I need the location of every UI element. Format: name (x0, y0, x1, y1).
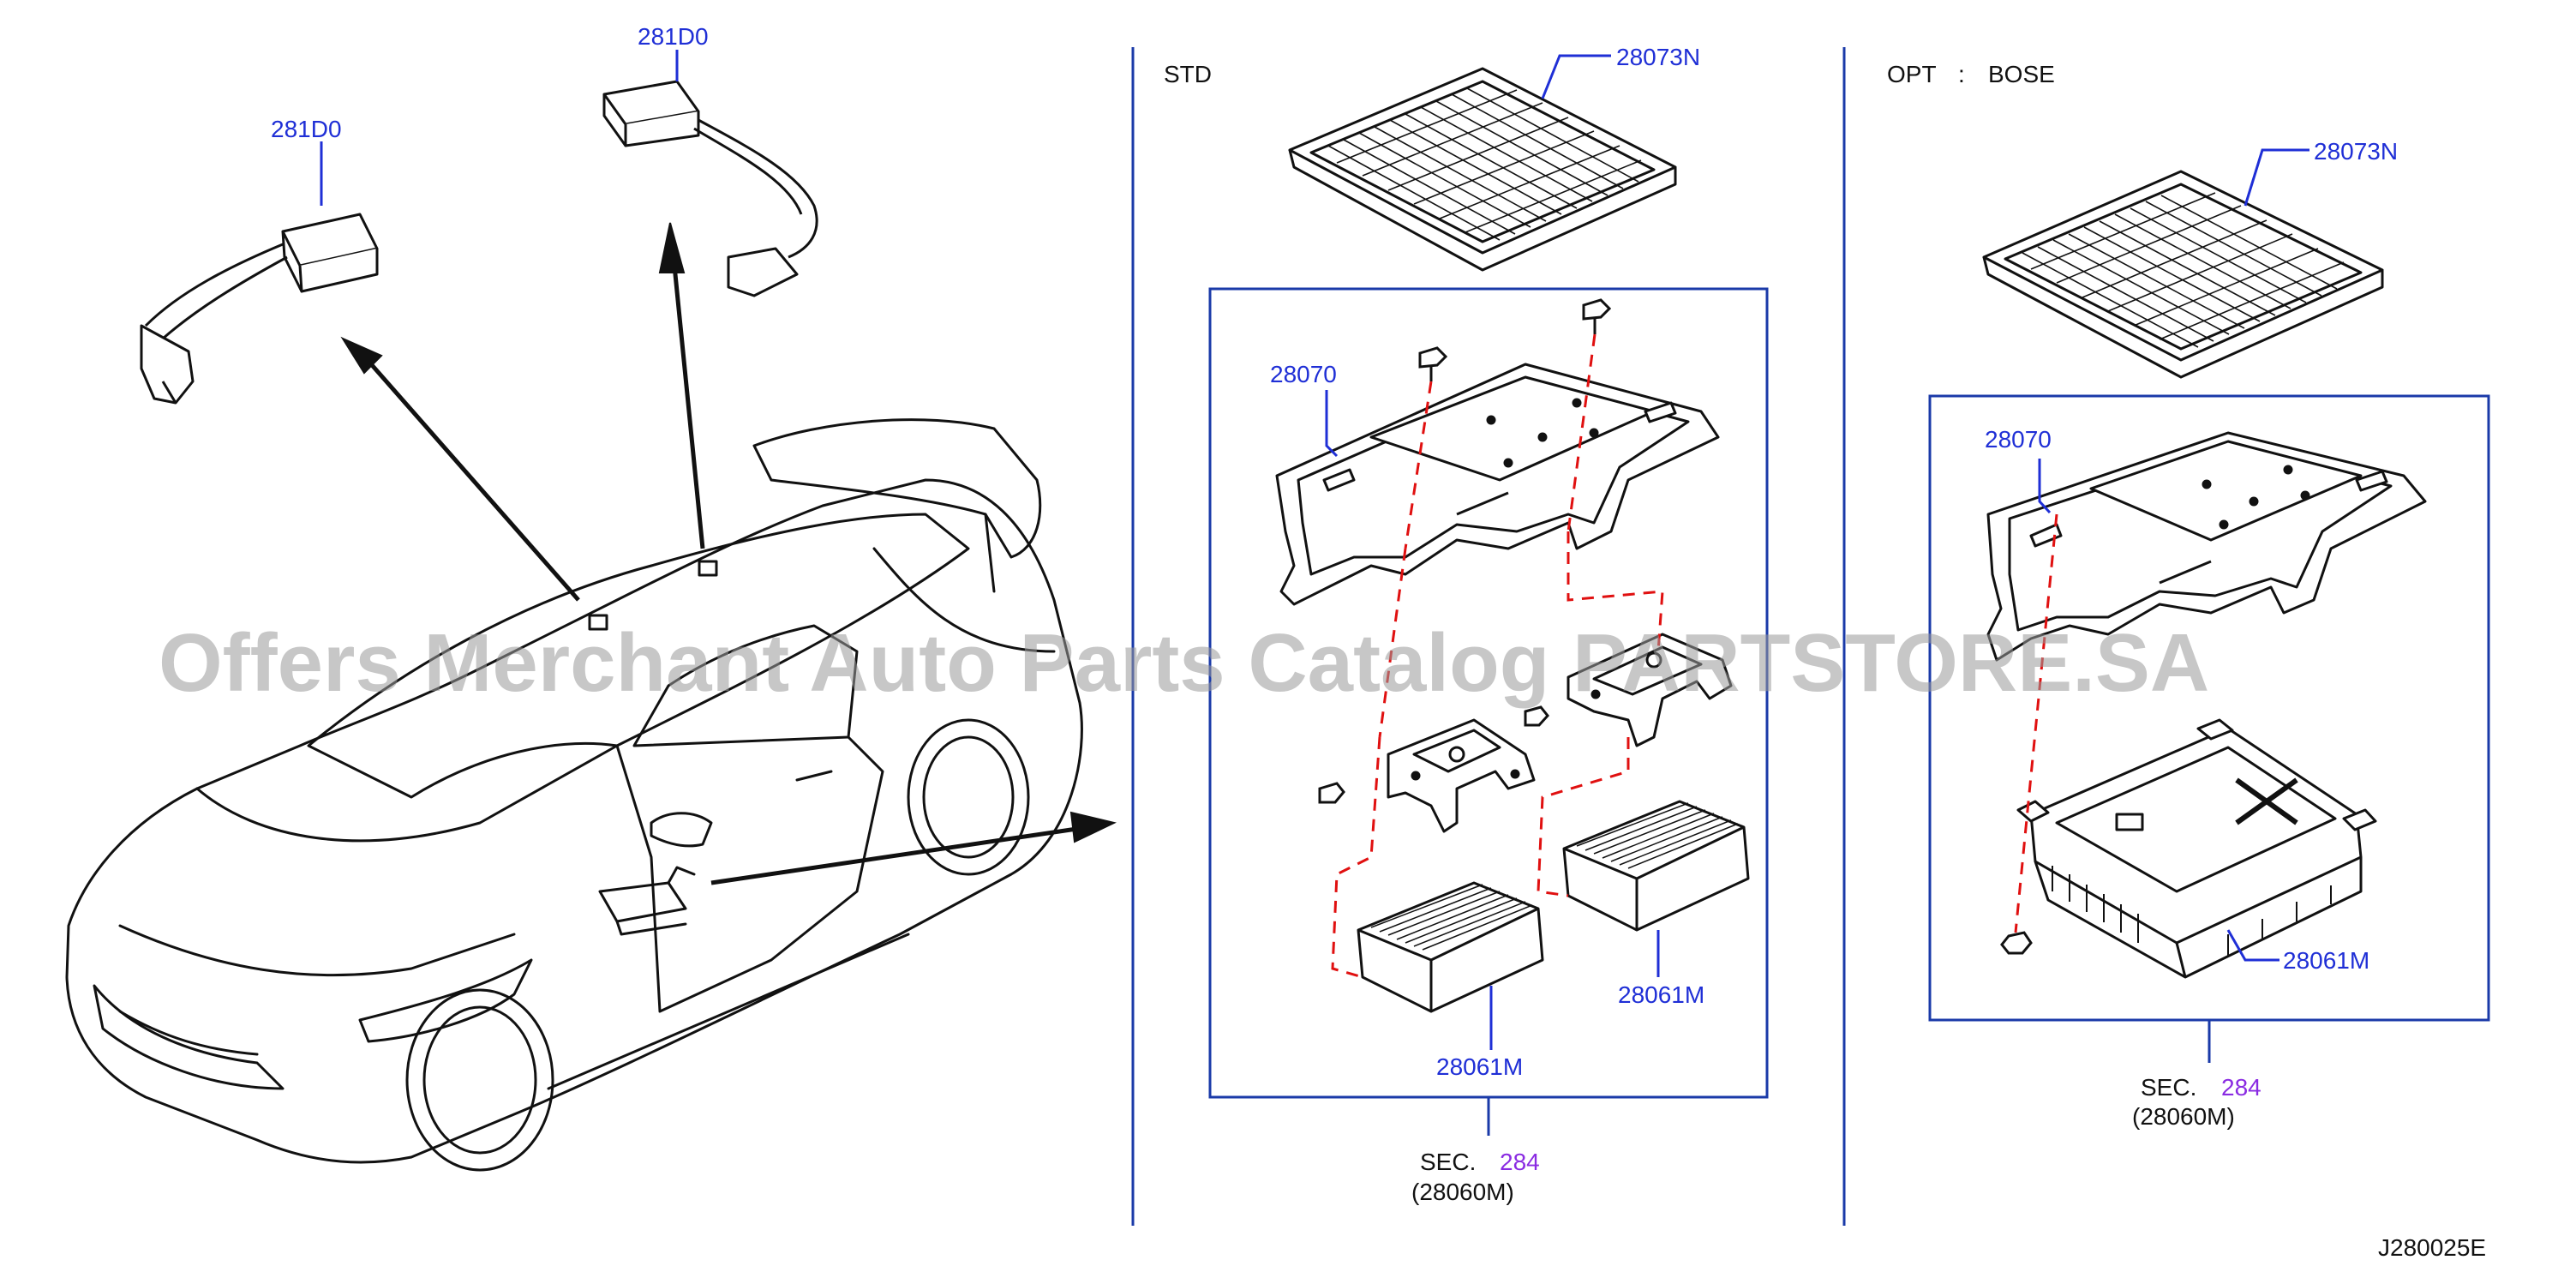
opt-sec-number: 284 (2221, 1074, 2261, 1101)
opt-bracket-label: 28070 (1985, 426, 2052, 453)
pointer-arrows (340, 222, 1117, 885)
leader-28070-opt (2038, 459, 2052, 514)
leader-28073N-opt (2244, 148, 2309, 207)
mount-bracket-std-left (1387, 718, 1536, 833)
bolt-icon (1524, 705, 1549, 727)
opt-sec-prefix: SEC. (2141, 1074, 2196, 1101)
watermark: Offers Merchant Auto Parts Catalog PARTS… (159, 617, 2209, 709)
opt-sec-part: (28060M) (2132, 1103, 2235, 1130)
std-sec-prefix: SEC. (1420, 1149, 1476, 1175)
std-amp-label-bottom: 28061M (1436, 1053, 1523, 1080)
bolt-icon (1418, 346, 1448, 381)
label-281D0-left: 281D0 (271, 116, 342, 142)
label-281D0-right: 281D0 (638, 23, 709, 50)
diagram-id: J280025E (2378, 1234, 2486, 1261)
std-heading: STD (1164, 61, 1212, 87)
amplifier-opt-bose (2016, 718, 2377, 979)
std-grille-label: 28073N (1616, 44, 1700, 70)
antenna-right (602, 80, 818, 297)
amplifier-std-right (1562, 800, 1750, 932)
speaker-grille-opt (1982, 170, 2384, 379)
amplifier-std-bottom (1357, 881, 1544, 1013)
std-sec-number: 284 (1500, 1149, 1540, 1175)
opt-separator: : (1958, 61, 1965, 87)
bracket-std (1275, 363, 1720, 606)
mount-bracket-std-right (1567, 633, 1733, 747)
speaker-grille-std (1288, 67, 1677, 272)
opt-amp-label: 28061M (2283, 947, 2369, 974)
std-amp-label-right: 28061M (1618, 981, 1704, 1008)
assembly-guide-opt (2014, 513, 2058, 933)
opt-heading: OPT (1887, 61, 1937, 87)
assembly-guides-std (1331, 333, 1664, 979)
std-sec-part: (28060M) (1411, 1179, 1514, 1205)
opt-heading-value: BOSE (1988, 61, 2055, 87)
std-bracket-label: 28070 (1270, 361, 1337, 387)
car-illustration (65, 418, 1083, 1172)
leader-28061M-opt (2226, 929, 2279, 962)
antenna-left (140, 213, 379, 405)
bolt-icon (1318, 782, 1345, 804)
leader-28073N-std (1541, 54, 1611, 99)
leader-28070-std (1325, 390, 1339, 458)
nut-icon (2000, 931, 2033, 955)
bolt-icon (1582, 298, 1612, 334)
bracket-opt (1986, 431, 2427, 662)
opt-grille-label: 28073N (2314, 138, 2398, 165)
